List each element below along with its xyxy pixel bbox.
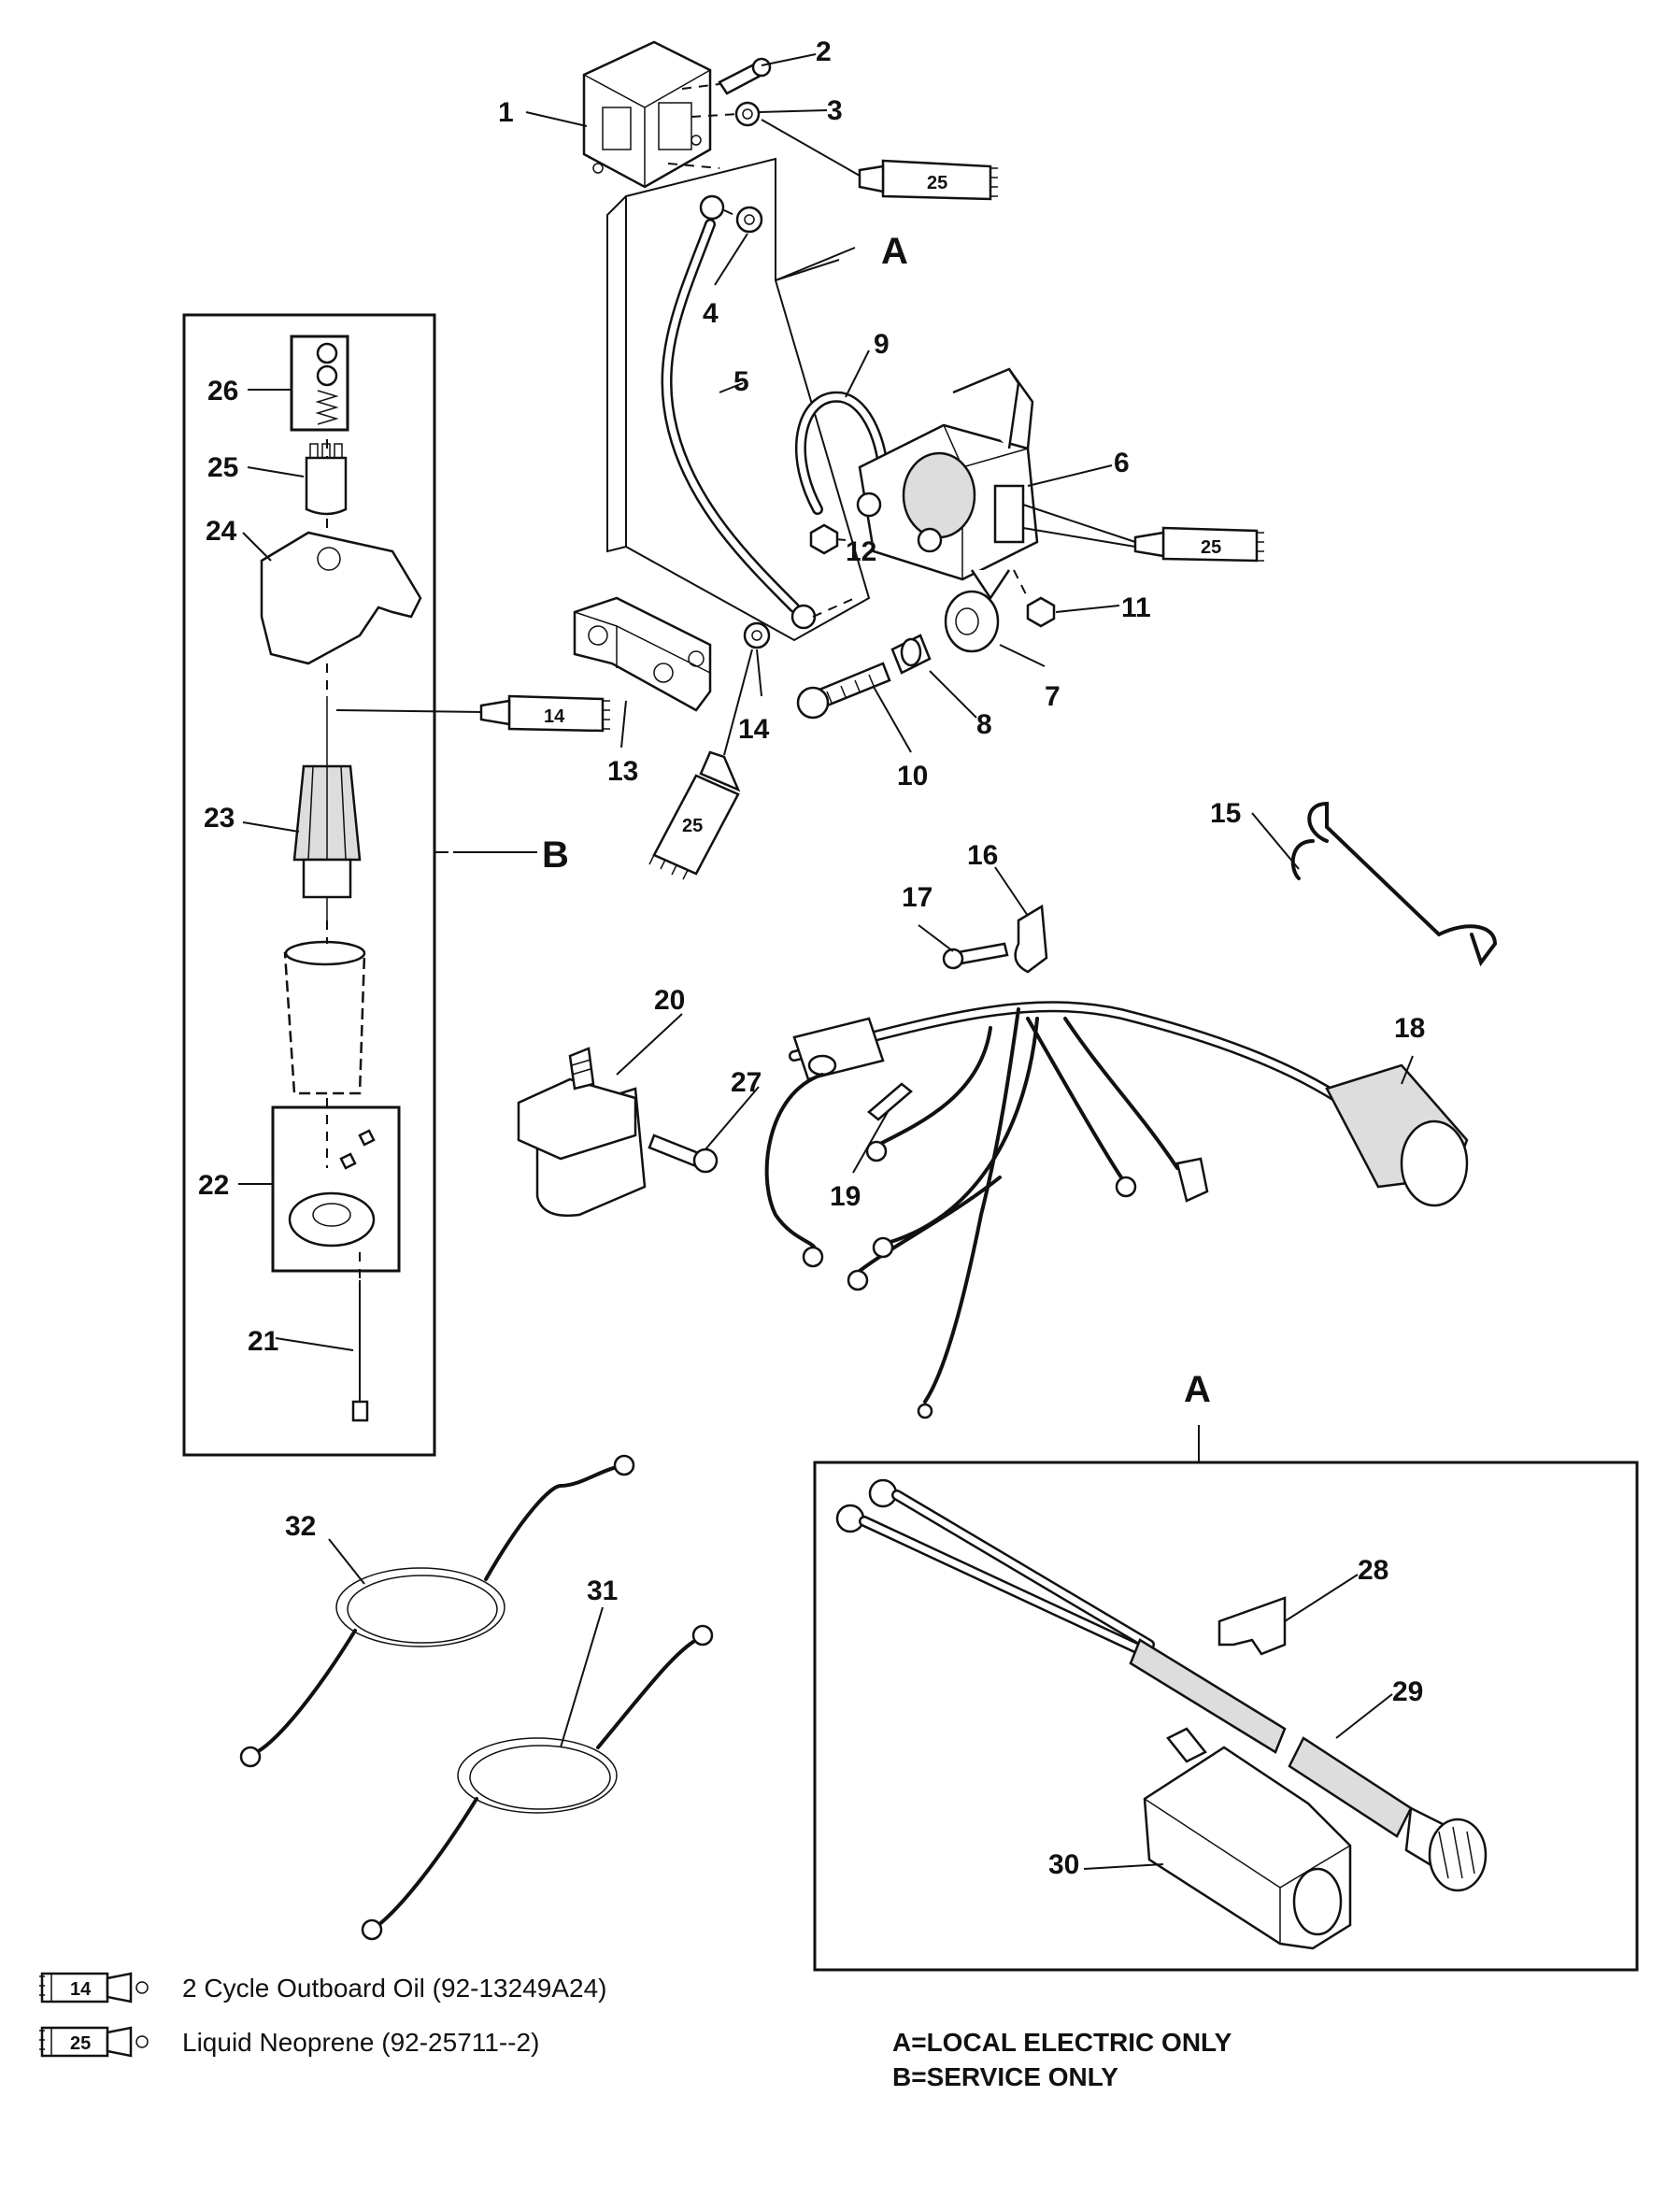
callout-23: 23 [204, 803, 235, 834]
part-29-cable-assy [835, 1478, 1488, 1892]
mounting-plate [606, 157, 871, 642]
part-17-screw [942, 942, 1009, 970]
callout-22: 22 [198, 1170, 229, 1201]
callout-10: 10 [897, 761, 928, 791]
part-20-starter [517, 1047, 647, 1218]
part-24-end-frame [260, 531, 422, 665]
part-18-harness [764, 1001, 1469, 1419]
legend-tube-14: 14 [70, 1979, 92, 2000]
part-26-hardware [315, 342, 339, 425]
callout-27: 27 [731, 1067, 762, 1098]
part-8-bushing [890, 634, 932, 675]
part-22-brush-plate [288, 1129, 376, 1248]
callout-19: 19 [830, 1181, 861, 1212]
local-electric-box-a [813, 1461, 1639, 1972]
callout-1: 1 [498, 97, 514, 128]
callout-20: 20 [654, 985, 685, 1016]
legend-text-25: Liquid Neoprene (92-25711--2) [182, 2028, 539, 2057]
part-32-cable [239, 1454, 635, 1768]
part-12-nut [809, 523, 839, 555]
callout-6: 6 [1114, 448, 1130, 478]
callout-labels: 1 2 3 4 5 6 7 8 9 10 11 12 13 14 15 16 1… [198, 36, 1425, 1880]
callout-15: 15 [1210, 798, 1241, 829]
tube-25-top: 25 [858, 159, 998, 201]
housing-tube [283, 940, 366, 1095]
part-16-clamp [1014, 904, 1048, 974]
part-3-nut [734, 101, 761, 127]
callout-31: 31 [587, 1576, 618, 1606]
part-13-bracket [573, 596, 712, 712]
group-label-a-box: A [1184, 1369, 1211, 1410]
tube-25-low: 25 [648, 750, 741, 880]
part-23-armature [292, 696, 362, 920]
tube-25-right: 25 [1133, 526, 1264, 563]
callout-7: 7 [1045, 681, 1061, 712]
part-7-grommet [944, 590, 1000, 653]
note-service-only: B=SERVICE ONLY [892, 2062, 1118, 2091]
part-19-fuse [867, 1082, 913, 1121]
part-28-plate [1217, 1596, 1287, 1656]
callout-4: 4 [703, 298, 719, 329]
tube-label-25: 25 [1201, 537, 1221, 558]
callout-11: 11 [1121, 592, 1151, 623]
callout-3: 3 [827, 95, 843, 126]
note-local-electric: A=LOCAL ELECTRIC ONLY [892, 2028, 1232, 2057]
part-25-gear [305, 443, 348, 516]
part-11-nut [1026, 596, 1056, 628]
callout-8: 8 [976, 709, 992, 740]
legend-text-14: 2 Cycle Outboard Oil (92-13249A24) [182, 1974, 606, 2003]
part-6-solenoid [856, 367, 1039, 601]
callout-2: 2 [816, 36, 832, 67]
group-label-b: B [542, 834, 569, 876]
legend-row-14: 14 2 Cycle Outboard Oil (92-13249A24) [39, 1972, 606, 2003]
part-15-clip [1290, 801, 1498, 967]
part-10-bolt [796, 662, 891, 720]
part-22-box [271, 1105, 401, 1273]
tube-14-mid: 14 [479, 694, 610, 733]
part-4-nut [735, 206, 763, 234]
part-14-nut [743, 621, 771, 649]
part-2-screw [718, 57, 772, 95]
part-5-cable [661, 194, 817, 630]
part-27-bolt [648, 1134, 719, 1174]
leader-lines [238, 53, 1414, 1870]
callout-29: 29 [1392, 1676, 1423, 1707]
tube-label-14: 14 [544, 706, 565, 727]
callout-9: 9 [874, 329, 890, 360]
callout-13: 13 [607, 756, 638, 787]
part-26-box [290, 335, 349, 432]
callout-21: 21 [248, 1326, 278, 1357]
callout-5: 5 [733, 366, 749, 397]
callout-30: 30 [1048, 1849, 1079, 1880]
service-box-b [182, 313, 436, 1457]
callout-32: 32 [285, 1511, 316, 1542]
legend-row-25: 25 Liquid Neoprene (92-25711--2) [39, 2026, 539, 2058]
group-label-a-top: A [881, 231, 908, 272]
callout-14: 14 [738, 714, 770, 745]
callout-12: 12 [846, 536, 876, 567]
part-21-through-bolt [351, 1280, 369, 1422]
tube-label-25: 25 [927, 173, 947, 193]
callout-18: 18 [1394, 1013, 1425, 1044]
callout-24: 24 [206, 516, 237, 547]
part-1-cover [582, 40, 712, 189]
callout-16: 16 [967, 840, 998, 871]
part-31-cable [361, 1624, 714, 1941]
callout-25: 25 [207, 452, 238, 483]
tube-label-25: 25 [682, 816, 703, 836]
callout-26: 26 [207, 376, 238, 406]
part-30-holder [1143, 1727, 1352, 1950]
legend-tube-25: 25 [70, 2033, 91, 2054]
callout-28: 28 [1358, 1555, 1388, 1586]
callout-17: 17 [902, 882, 933, 913]
